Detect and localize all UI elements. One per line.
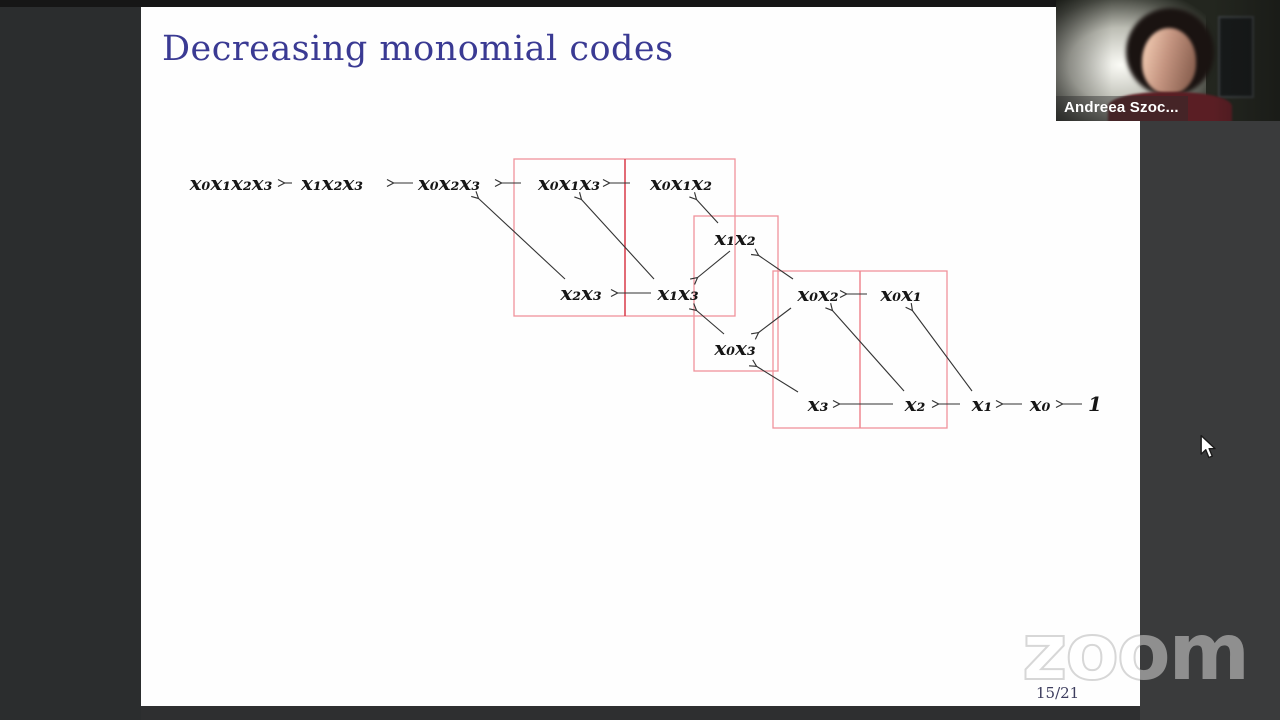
edge-x0x2-to-x1x2: [751, 248, 794, 280]
node-x0x2: x₀x₂: [797, 282, 839, 306]
edge-x1x2-to-x1x3: [690, 250, 731, 285]
left-letterbox-panel: [0, 0, 141, 720]
node-x0x1x3: x₀x₁x₃: [537, 171, 601, 195]
person-face: [1142, 28, 1196, 94]
edge-x2x3-to-x0x2x3: [471, 191, 566, 280]
node-x0x1x2: x₀x₁x₂: [649, 171, 713, 195]
node-x1x3: x₁x₃: [657, 281, 699, 305]
node-x1x2: x₁x₂: [714, 226, 756, 250]
node-x0x1x2x3: x₀x₁x₂x₃: [189, 171, 273, 195]
top-letterbox-strip: [0, 0, 1056, 7]
edge-x1-to-x0x1: [905, 303, 973, 392]
node-x2: x₂: [904, 392, 926, 416]
edge-x1x2-to-x0x1x2: [689, 192, 719, 224]
slide-title: Decreasing monomial codes: [162, 29, 674, 69]
edge-x3-to-x0x3: [749, 359, 799, 393]
node-x3: x₃: [807, 392, 829, 416]
node-x2x3: x₂x₃: [560, 281, 602, 305]
diagram-edges-svg: [277, 158, 1082, 429]
mouse-cursor-icon: [1200, 435, 1216, 459]
node-x1x2x3: x₁x₂x₃: [300, 171, 364, 195]
diagram-box-mid: [693, 215, 779, 372]
node-x0x1: x₀x₁: [880, 282, 922, 306]
node-one: 1: [1088, 392, 1102, 416]
node-x0x3: x₀x₃: [714, 336, 756, 360]
edge-x0x2-to-x0x3: [751, 307, 792, 340]
page-indicator: 15/21: [1036, 684, 1080, 702]
picture-frame: [1218, 16, 1254, 98]
node-x1: x₁: [971, 392, 993, 416]
edge-x1x3-to-x0x1x3: [574, 192, 655, 280]
edge-x0x3-to-x1x3: [689, 303, 725, 335]
node-x0: x₀: [1029, 392, 1051, 416]
participant-name-label: Andreea Szoc...: [1056, 96, 1188, 121]
node-x0x2x3: x₀x₂x₃: [417, 171, 481, 195]
webcam-tile[interactable]: Andreea Szoc...: [1056, 0, 1280, 121]
edge-x2-to-x0x2: [825, 303, 905, 392]
webcam-vignette: [1056, 0, 1280, 121]
person-shirt: [1108, 92, 1232, 121]
